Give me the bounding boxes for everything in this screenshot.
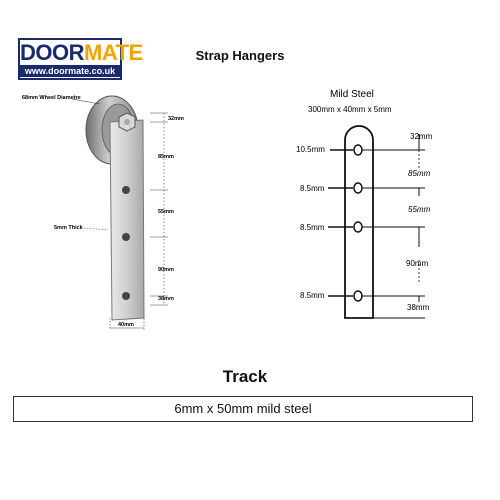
schematic-dim-label: 32mm (410, 132, 433, 141)
page-title: Strap Hangers (195, 48, 285, 63)
strap-hole (122, 186, 130, 194)
hanger-dim-label: 55mm (158, 209, 174, 215)
strap-hole (122, 292, 130, 300)
logo-wordmark: DOORMATE (20, 40, 143, 65)
width-label: 40mm (118, 322, 134, 328)
doormate-logo: DOORMATE www.doormate.co.uk (18, 38, 143, 80)
logo-word-door: DOOR (20, 40, 85, 65)
thickness-label: 5mm Thick (54, 225, 84, 231)
hole-leaders (328, 149, 353, 297)
wheel-diameter-label: 68mm Wheel Diametre (22, 95, 81, 101)
strap-hole (122, 233, 130, 241)
track-spec: 6mm x 50mm mild steel (174, 401, 312, 416)
track-title: Track (222, 367, 268, 386)
schematic-dim-label: 90mm (406, 259, 429, 268)
hanger-dim-label: 32mm (168, 116, 184, 122)
track-spec-box: 6mm x 50mm mild steel (13, 396, 473, 422)
dimension-lines (362, 134, 425, 319)
hole-size-label: 8.5mm (300, 184, 325, 193)
leader-line (71, 98, 101, 105)
schematic-dim-label: 38mm (407, 303, 430, 312)
logo-word-mate: MATE (84, 40, 143, 65)
logo-url: www.doormate.co.uk (20, 65, 120, 77)
dimension-ticks (150, 112, 168, 306)
leader-line (83, 227, 109, 231)
hole-size-label: 8.5mm (300, 223, 325, 232)
hanger-dim-label: 85mm (158, 154, 174, 160)
hanger-dim-label: 90mm (158, 267, 174, 273)
bolt (118, 112, 136, 132)
hole-size-label: 8.5mm (300, 291, 325, 300)
schematic-dim-label: 85mm (408, 169, 431, 178)
material-label: Mild Steel (330, 89, 374, 100)
hole-size-label: 10.5mm (296, 145, 325, 154)
schematic-holes (353, 144, 363, 302)
schematic-dim-label: 55mm (408, 205, 431, 214)
size-label: 300mm x 40mm x 5mm (308, 105, 392, 114)
hanger-dim-label: 38mm (158, 296, 174, 302)
